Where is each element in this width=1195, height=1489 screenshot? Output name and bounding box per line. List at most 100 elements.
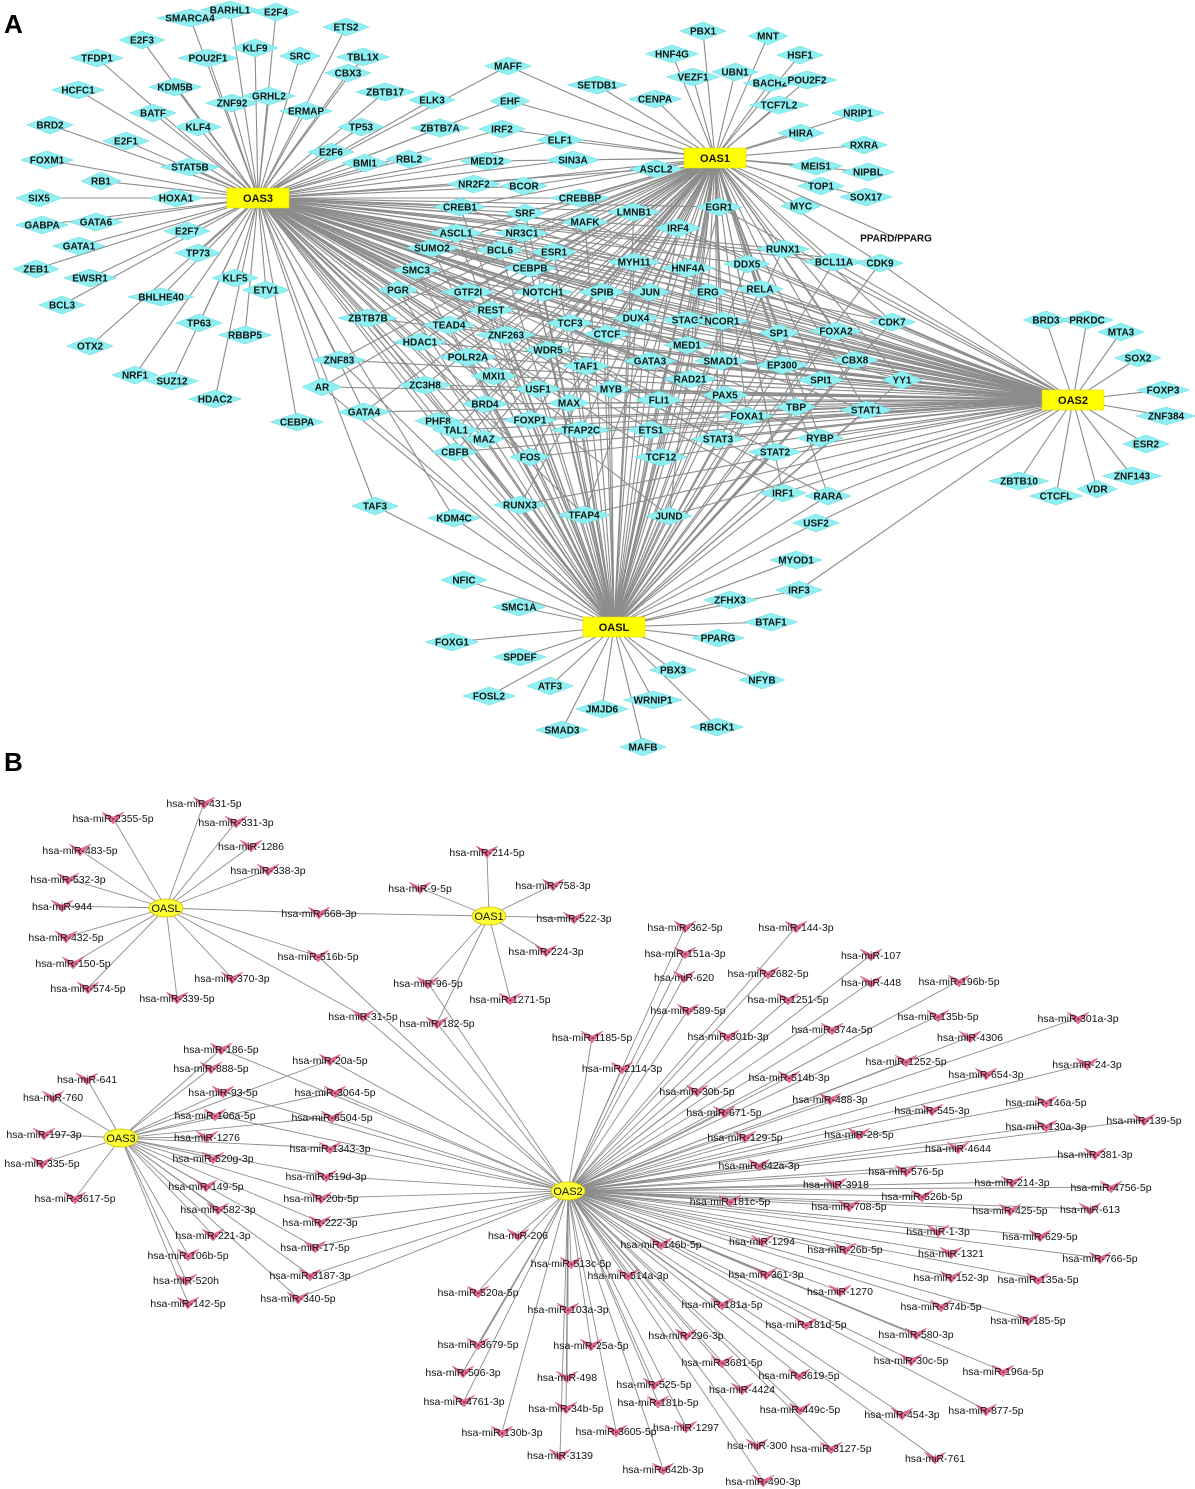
tf-node-cenpa[interactable] bbox=[627, 89, 683, 109]
tf-node-src[interactable] bbox=[279, 46, 321, 66]
mirna-node-hsa-mir-214-5p[interactable] bbox=[475, 845, 499, 859]
tf-node-gata1[interactable] bbox=[51, 236, 107, 256]
mirna-node-hsa-mir-181d-5p[interactable] bbox=[794, 1317, 818, 1331]
tf-node-cbx3[interactable] bbox=[324, 63, 372, 83]
mirna-node-hsa-mir-582-3p[interactable] bbox=[206, 1202, 230, 1216]
tf-node-tp73[interactable] bbox=[174, 243, 222, 263]
mirna-node-hsa-mir-432-5p[interactable] bbox=[54, 930, 78, 944]
tf-node-nfyb[interactable] bbox=[738, 670, 786, 690]
tf-node-rela[interactable] bbox=[736, 279, 784, 299]
mirna-node-hsa-mir-516b-5p[interactable] bbox=[306, 949, 330, 963]
tf-node-egr1[interactable] bbox=[695, 197, 743, 217]
tf-node-crebbp[interactable] bbox=[549, 188, 611, 208]
tf-node-foxa1[interactable] bbox=[719, 406, 775, 426]
tf-node-nipbl[interactable] bbox=[840, 162, 896, 182]
mirna-node-hsa-mir-4424[interactable] bbox=[730, 1382, 754, 1396]
tf-node-hcfc1[interactable] bbox=[50, 80, 106, 100]
tf-node-med12[interactable] bbox=[459, 151, 515, 171]
mirna-node-hsa-mir-30b-5p[interactable] bbox=[685, 1084, 709, 1098]
mirna-node-hsa-mir-1270[interactable] bbox=[828, 1284, 852, 1298]
tf-node-znf143[interactable] bbox=[1101, 466, 1163, 486]
tf-node-rbbp5[interactable] bbox=[217, 325, 273, 345]
mirna-node-hsa-mir-3187-3p[interactable] bbox=[298, 1268, 322, 1282]
tf-node-ctcf[interactable] bbox=[583, 324, 631, 344]
tf-node-ehf[interactable] bbox=[489, 91, 531, 111]
mirna-node-hsa-mir-3064-5p[interactable] bbox=[323, 1085, 347, 1099]
tf-node-fos[interactable] bbox=[509, 447, 551, 467]
tf-node-pparg[interactable] bbox=[690, 628, 746, 648]
mirna-node-hsa-mir-135a-5p[interactable] bbox=[1026, 1272, 1050, 1286]
tf-node-cdk9[interactable] bbox=[856, 253, 904, 273]
tf-node-rbck1[interactable] bbox=[689, 717, 745, 737]
tf-node-spib[interactable] bbox=[578, 282, 626, 302]
mirna-node-hsa-mir-149-5p[interactable] bbox=[194, 1179, 218, 1193]
mirna-node-hsa-mir-490-3p[interactable] bbox=[751, 1474, 775, 1488]
tf-node-ets1[interactable] bbox=[627, 420, 675, 440]
tf-node-ctcfl[interactable] bbox=[1028, 486, 1084, 506]
tf-node-atf3[interactable] bbox=[526, 676, 574, 696]
tf-node-med1[interactable] bbox=[663, 335, 711, 355]
mirna-node-hsa-mir-181b-5p[interactable] bbox=[646, 1395, 670, 1409]
tf-node-myh11[interactable] bbox=[606, 252, 662, 272]
mirna-node-hsa-mir-339-5p[interactable] bbox=[165, 991, 189, 1005]
mirna-node-hsa-mir-107[interactable] bbox=[859, 948, 883, 962]
mirna-node-hsa-mir-130b-3p[interactable] bbox=[490, 1425, 514, 1439]
mirna-node-hsa-mir-106b-5p[interactable] bbox=[176, 1248, 200, 1262]
mirna-node-hsa-mir-525-5p[interactable] bbox=[642, 1377, 666, 1391]
tf-node-rb1[interactable] bbox=[80, 171, 122, 191]
tf-node-zc3h8[interactable] bbox=[397, 375, 453, 395]
mirna-node-hsa-mir-760[interactable] bbox=[41, 1090, 65, 1104]
tf-node-ncor1[interactable] bbox=[694, 311, 750, 331]
mirna-node-hsa-mir-758-3p[interactable] bbox=[541, 878, 565, 892]
mirna-node-hsa-mir-301b-3p[interactable] bbox=[716, 1029, 740, 1043]
mirna-node-hsa-mir-454-3p[interactable] bbox=[890, 1407, 914, 1421]
tf-node-znf384[interactable] bbox=[1135, 406, 1195, 426]
tf-node-mafb[interactable] bbox=[619, 737, 667, 757]
tf-node-ddx5[interactable] bbox=[723, 254, 771, 274]
tf-node-jund[interactable] bbox=[645, 506, 693, 526]
mirna-node-hsa-mir-3619-5p[interactable] bbox=[787, 1368, 811, 1382]
mirna-node-hsa-mir-370-3p[interactable] bbox=[220, 971, 244, 985]
tf-node-runx3[interactable] bbox=[492, 495, 548, 515]
tf-node-gtf2i[interactable] bbox=[440, 282, 496, 302]
tf-node-myod1[interactable] bbox=[768, 550, 824, 570]
tf-node-ubn1[interactable] bbox=[711, 62, 759, 82]
tf-node-sox2[interactable] bbox=[1114, 348, 1162, 368]
tf-node-lmnb1[interactable] bbox=[606, 202, 662, 222]
tf-node-cebpa[interactable] bbox=[269, 412, 325, 432]
mirna-node-hsa-mir-545-3p[interactable] bbox=[920, 1103, 944, 1117]
mirna-node-hsa-mir-574-5p[interactable] bbox=[76, 981, 100, 995]
mirna-node-hsa-mir-20a-5p[interactable] bbox=[318, 1053, 342, 1067]
mirna-node-hsa-mir-25a-5p[interactable] bbox=[579, 1338, 603, 1352]
tf-node-foxp3[interactable] bbox=[1135, 380, 1191, 400]
tf-node-rest[interactable] bbox=[467, 300, 515, 320]
tf-node-pax5[interactable] bbox=[701, 385, 749, 405]
tf-node-smad3[interactable] bbox=[534, 720, 590, 740]
mirna-node-hsa-mir-146a-5p[interactable] bbox=[1034, 1095, 1058, 1109]
mirna-node-hsa-mir-2682-5p[interactable] bbox=[756, 966, 780, 980]
tf-node-stat2[interactable] bbox=[747, 442, 803, 462]
mirna-node-hsa-mir-620[interactable] bbox=[672, 970, 696, 984]
tf-node-top1[interactable] bbox=[797, 176, 845, 196]
tf-node-maff[interactable] bbox=[484, 56, 532, 76]
tf-node-hnf4a[interactable] bbox=[660, 258, 716, 278]
mirna-node-hsa-mir-514b-3p[interactable] bbox=[777, 1070, 801, 1084]
tf-node-elf1[interactable] bbox=[536, 130, 584, 150]
tf-node-irf3[interactable] bbox=[775, 580, 823, 600]
mirna-node-hsa-mir-103a-3p[interactable] bbox=[556, 1302, 580, 1316]
tf-node-notch1[interactable] bbox=[512, 282, 574, 302]
tf-node-ets2[interactable] bbox=[322, 17, 370, 37]
tf-node-klf9[interactable] bbox=[231, 38, 279, 58]
tf-node-gata6[interactable] bbox=[68, 212, 124, 232]
hub-node-b-oas2[interactable] bbox=[550, 1181, 586, 1201]
mirna-node-hsa-mir-181c-5p[interactable] bbox=[718, 1194, 742, 1208]
tf-node-bcl6[interactable] bbox=[476, 240, 524, 260]
mirna-node-hsa-mir-629-5p[interactable] bbox=[1028, 1229, 1052, 1243]
mirna-node-hsa-mir-28-5p[interactable] bbox=[847, 1127, 871, 1141]
tf-node-setdb1[interactable] bbox=[566, 75, 628, 95]
mirna-node-hsa-mir-513c-5p[interactable] bbox=[559, 1256, 583, 1270]
mirna-node-hsa-mir-17-5p[interactable] bbox=[303, 1240, 327, 1254]
mirna-node-hsa-mir-31-5p[interactable] bbox=[351, 1009, 375, 1023]
tf-node-esr2[interactable] bbox=[1122, 434, 1170, 454]
tf-node-jmjd6[interactable] bbox=[574, 699, 630, 719]
